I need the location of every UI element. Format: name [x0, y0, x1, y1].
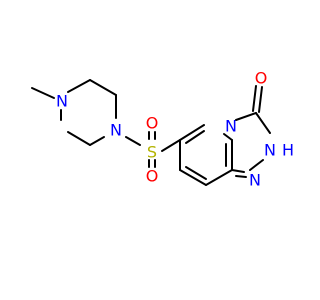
bond-n-s [125, 136, 141, 146]
atom-n-methylpiperazine: N [56, 92, 68, 111]
bond-pip-5 [67, 131, 91, 146]
bond-pyr-3 [179, 169, 207, 186]
atom-n-triazole: N [249, 171, 261, 190]
atom-labels: N N S O O N O N H N [56, 69, 294, 190]
molecule-diagram: N N S O O N O N H N [31, 69, 294, 190]
atom-n-sulfonamide: N [110, 121, 122, 140]
bond-pyr-1 [179, 124, 205, 141]
bond-tri-4b [235, 175, 247, 178]
atom-h-triazole: H [282, 141, 294, 160]
bond-tri-3 [249, 159, 264, 171]
atom-oxygen-sulfonyl-bottom: O [146, 167, 159, 186]
bond-co-a [252, 85, 257, 112]
atom-sulfur: S [147, 143, 157, 162]
atom-oxygen-sulfonyl-top: O [146, 114, 159, 133]
bond-methyl-n [31, 87, 55, 99]
bond-pip-1 [67, 79, 91, 93]
bonds [31, 79, 271, 186]
bond-pip-2 [89, 79, 117, 96]
bond-pyr-3-inner [185, 166, 207, 180]
atom-n-bridgehead: N [225, 117, 237, 136]
bond-co-b [258, 86, 263, 113]
atom-n-triazole-nh: N [264, 141, 276, 160]
bond-tri-1 [235, 112, 257, 121]
bond-s-ring [161, 139, 181, 152]
bond-pyr-1-inner [185, 130, 205, 144]
bond-pyr-4 [205, 169, 233, 186]
structure-svg: N N S O O N O N H N [31, 69, 294, 190]
atom-oxygen-carbonyl: O [255, 69, 268, 88]
bond-tri-2 [255, 112, 271, 134]
bond-pyr-6 [223, 133, 233, 141]
bond-pip-4 [89, 136, 105, 146]
bond-tri-4a [231, 169, 245, 173]
